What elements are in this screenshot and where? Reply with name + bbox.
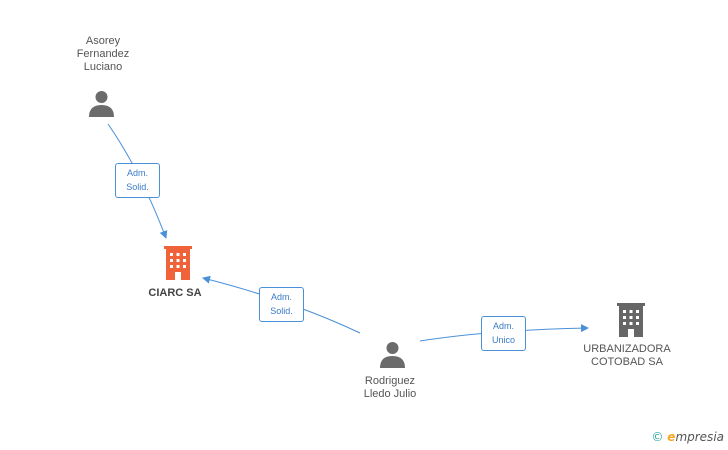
node-label-urbanizadora: URBANIZADORA COTOBAD SA: [572, 343, 682, 369]
edge-label-asorey-ciarc[interactable]: Adm. Solid.: [115, 163, 160, 198]
building-icon[interactable]: [617, 303, 645, 337]
node-label-line: Lledo Julio: [363, 388, 417, 400]
node-label-line: Rodriguez: [364, 375, 416, 387]
node-label-line: Fernandez: [76, 48, 130, 60]
edge-label-line: Solid.: [270, 306, 293, 316]
copyright-symbol: ©: [651, 430, 664, 444]
node-label-line: COTOBAD SA: [591, 356, 663, 368]
brand-logo-e: e: [667, 430, 676, 444]
edge-label-line: Unico: [491, 335, 515, 345]
empresia-watermark: © empresia: [651, 430, 724, 444]
edge-label-rodriguez-urbanizadora[interactable]: Adm. Unico: [481, 316, 526, 351]
node-label-line: URBANIZADORA: [583, 343, 671, 355]
person-icon[interactable]: [378, 340, 407, 369]
node-label-line: Luciano: [83, 61, 123, 73]
edge-label-line: Adm.: [492, 321, 514, 331]
building-icon[interactable]: [164, 246, 192, 280]
node-label-asorey: Asorey Fernandez Luciano: [48, 35, 158, 74]
edge-label-line: Solid.: [126, 182, 149, 192]
edge-label-line: Adm.: [270, 292, 292, 302]
edge-label-line: Adm.: [126, 168, 148, 178]
node-label-rodriguez: Rodriguez Lledo Julio: [335, 375, 445, 401]
node-label-ciarc: CIARC SA: [148, 287, 202, 299]
node-label-line: Asorey: [85, 35, 121, 47]
person-icon[interactable]: [87, 89, 116, 118]
edge-label-rodriguez-ciarc[interactable]: Adm. Solid.: [259, 287, 304, 322]
brand-name: mpresia: [675, 430, 724, 444]
